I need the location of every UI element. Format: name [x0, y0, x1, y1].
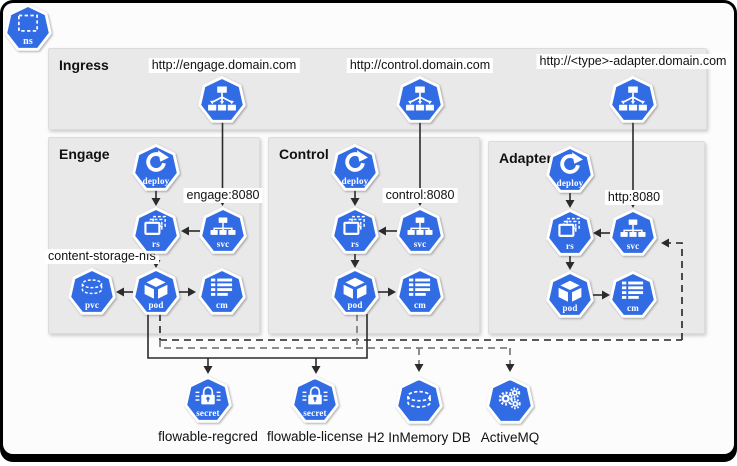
- adapter-cm-icon: cm: [609, 271, 657, 319]
- control-deploy-icon: deploy: [331, 144, 379, 192]
- engage-pvc-label: pvc: [84, 300, 100, 310]
- engage-ingress-icon: [198, 76, 246, 124]
- control-pod-icon: pod: [331, 268, 379, 316]
- adapter-pod-icon: pod: [546, 271, 594, 319]
- adapter-svc-icon: svc: [609, 209, 657, 257]
- control-ingress-icon: [396, 76, 444, 124]
- engage-rs-label: rs: [152, 239, 160, 249]
- control-rs-label: rs: [351, 239, 359, 249]
- adapter-ingress-icon: [609, 76, 657, 124]
- flowable-regcred-secret-label: secret: [196, 408, 220, 418]
- flowable-license-secret-icon: secret: [291, 376, 339, 424]
- flowable-license-label: flowable-license: [266, 429, 364, 444]
- control-url-label: http://control.domain.com: [346, 58, 494, 73]
- storage-label: content-storage-nfs: [45, 249, 159, 264]
- control-cm-icon: cm: [396, 268, 444, 316]
- adapter-box-title: Adapter: [499, 150, 552, 166]
- engage-pvc-icon: pvc: [68, 268, 116, 316]
- control-svc-icon: svc: [396, 207, 444, 255]
- engage-pod-icon: pod: [132, 268, 180, 316]
- control-pod-label: pod: [347, 300, 363, 310]
- adapter-box: Adapter: [488, 141, 705, 334]
- adapter-svc-label: svc: [626, 241, 640, 251]
- engage-url-label: http://engage.domain.com: [148, 58, 300, 73]
- activemq-icon: [486, 377, 534, 425]
- adapter-cm-label: cm: [627, 303, 639, 313]
- activemq-label: ActiveMQ: [480, 430, 540, 445]
- flowable-license-secret-label: secret: [303, 408, 327, 418]
- control-deploy-label: deploy: [341, 176, 369, 186]
- control-cm-label: cm: [414, 300, 426, 310]
- control-box-title: Control: [279, 146, 329, 162]
- engage-rs-icon: rs: [132, 207, 180, 255]
- control-port-label: control:8080: [382, 188, 458, 203]
- engage-deploy-icon: deploy: [132, 144, 180, 192]
- adapter-port-label: http:8080: [604, 190, 664, 205]
- engage-cm-label: cm: [216, 300, 228, 310]
- h2-database-label: H2 InMemory DB: [367, 430, 471, 445]
- engage-port-label: engage:8080: [183, 188, 263, 203]
- engage-cm-icon: cm: [198, 268, 246, 316]
- adapter-rs-icon: rs: [546, 209, 594, 257]
- control-rs-icon: rs: [331, 207, 379, 255]
- ingress-box-title: Ingress: [59, 57, 109, 73]
- engage-deploy-label: deploy: [142, 176, 170, 186]
- adapter-deploy-label: deploy: [556, 178, 584, 188]
- flowable-regcred-secret-icon: secret: [184, 376, 232, 424]
- namespace-icon: ns: [4, 4, 52, 52]
- adapter-rs-label: rs: [566, 241, 574, 251]
- namespace-label: ns: [23, 36, 33, 47]
- engage-svc-label: svc: [216, 239, 230, 249]
- flowable-regcred-label: flowable-regcred: [158, 429, 258, 444]
- engage-box-title: Engage: [59, 146, 110, 162]
- engage-svc-icon: svc: [199, 207, 247, 255]
- control-svc-label: svc: [413, 239, 427, 249]
- adapter-url-label: http://<type>-adapter.domain.com: [536, 54, 730, 69]
- engage-pod-label: pod: [148, 300, 164, 310]
- h2-database-icon: [395, 377, 443, 425]
- adapter-deploy-icon: deploy: [546, 146, 594, 194]
- adapter-pod-label: pod: [562, 303, 578, 313]
